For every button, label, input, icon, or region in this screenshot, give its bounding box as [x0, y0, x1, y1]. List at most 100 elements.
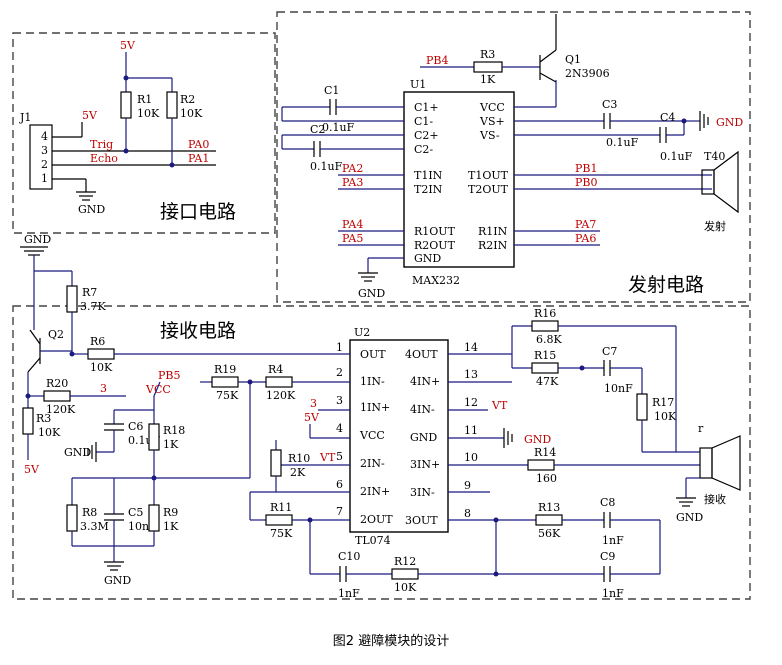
- r1-resistor: [120, 91, 132, 119]
- c1-ref: C1: [324, 84, 339, 97]
- r17-value: 10K: [654, 410, 677, 423]
- u1-pin-t1in: T1IN: [414, 169, 443, 182]
- r3-rx-5v-label: 5V: [24, 463, 40, 476]
- u2-pin-13-num: 13: [464, 368, 478, 381]
- u1-pin-c2m: C2-: [414, 143, 433, 156]
- r15-ref: R15: [534, 349, 556, 362]
- u2-pin-6-name: 2IN+: [360, 485, 390, 498]
- c10-value: 1nF: [338, 587, 360, 600]
- u2-pin-5-name: 2IN-: [360, 457, 385, 470]
- r16-value: 6.8K: [536, 333, 562, 346]
- u2-pin-10-num: 10: [464, 451, 478, 464]
- interface-block-title: 接口电路: [160, 201, 236, 223]
- r3-tx-resistor: [473, 61, 503, 73]
- c2-value: 0.1uF: [310, 160, 343, 173]
- tx-transducer-body: [701, 169, 715, 195]
- r13-value: 56K: [538, 527, 561, 540]
- r4-ref: R4: [268, 363, 283, 376]
- j1-pin-3: 3: [41, 144, 48, 157]
- c8-value: 1nF: [602, 534, 624, 547]
- u2-pin-11-num: 11: [464, 424, 478, 437]
- u1-pin-t2in: T2IN: [414, 183, 443, 196]
- tx-label: 发射: [704, 219, 726, 233]
- r18-value: 1K: [163, 438, 179, 451]
- u1-pin-c1m: C1-: [414, 115, 433, 128]
- c4-value: 0.1uF: [660, 150, 693, 163]
- r12-ref: R12: [394, 555, 416, 568]
- u2-pin-13-name: 4IN+: [410, 375, 440, 388]
- r3-rx-ref: R3: [36, 412, 51, 425]
- r4-resistor: [265, 376, 293, 388]
- pa7-label: PA7: [575, 218, 596, 231]
- rx-label: 接收: [704, 492, 726, 506]
- c6-gnd-label: GND: [64, 446, 91, 459]
- u2-pin-2-name: 1IN-: [360, 375, 385, 388]
- q2-label: Q2: [48, 328, 64, 341]
- r11-resistor: [265, 514, 293, 526]
- r10-ref: R10: [288, 452, 310, 465]
- q2-gnd-label: GND: [24, 233, 51, 246]
- u1-pin-r2in: R2IN: [478, 239, 508, 252]
- receive-block-title: 接收电路: [160, 320, 236, 342]
- j1-pin-4: 4: [41, 130, 48, 143]
- trig-label: Trig: [90, 138, 113, 151]
- receive-block-border: [12, 305, 751, 600]
- r6-ref: R6: [90, 335, 105, 348]
- q1-part: 2N3906: [565, 67, 610, 80]
- u2-pin-8-name: 3OUT: [405, 514, 438, 527]
- r7-value: 3.7K: [80, 300, 106, 313]
- c10-ref: C10: [338, 550, 360, 563]
- u2-ref: U2: [354, 326, 370, 339]
- interface-block-border: [12, 32, 276, 234]
- u2-pin-4-num: 4: [336, 422, 343, 435]
- c6-ref: C6: [128, 420, 143, 433]
- pb1-label: PB1: [575, 162, 597, 175]
- u2-pin-14-name: 4OUT: [405, 348, 438, 361]
- t40-label: T40: [704, 150, 725, 163]
- r11-value: 75K: [270, 527, 293, 540]
- r-label: r: [698, 422, 704, 435]
- u2-pin-5-num: 5: [336, 450, 343, 463]
- r17-resistor: [636, 393, 648, 421]
- u1-pin-r1in: R1IN: [478, 225, 508, 238]
- r19-ref: R19: [214, 363, 236, 376]
- r12-value: 10K: [394, 581, 417, 594]
- tl074-chip: [349, 339, 449, 533]
- u1-pin-c1p: C1+: [414, 101, 439, 114]
- j1-pin-1: 1: [41, 172, 48, 185]
- c3-ref: C3: [602, 98, 617, 111]
- q1-ref: Q1: [565, 53, 581, 66]
- j1-pin-2: 2: [41, 158, 48, 171]
- u1-gnd-label: GND: [358, 287, 385, 300]
- r2-resistor: [166, 91, 178, 119]
- pa6-label: PA6: [575, 232, 596, 245]
- j1-label: J1: [19, 111, 31, 124]
- u1-pin-vcc: VCC: [479, 101, 505, 114]
- max232-part: MAX232: [412, 274, 460, 287]
- u2-gnd-label: GND: [524, 433, 551, 446]
- max232-chip: [403, 91, 515, 268]
- r3-tx-value: 1K: [480, 73, 496, 86]
- r9-value: 1K: [163, 520, 179, 533]
- r16-resistor: [531, 320, 559, 332]
- echo-label: Echo: [90, 152, 118, 165]
- u2-pin-12-num: 12: [464, 396, 478, 409]
- u1-pin-c2p: C2+: [414, 129, 439, 142]
- in2n-vt-label: VT: [319, 451, 336, 464]
- u2-pin-1-name: OUT: [360, 348, 386, 361]
- u2-5v-label: 5V: [304, 411, 320, 424]
- transmit-block-border: [276, 11, 751, 303]
- r15-value: 47K: [536, 375, 559, 388]
- r12-resistor: [391, 568, 419, 580]
- r20-ref: R20: [46, 377, 68, 390]
- r13-ref: R13: [538, 501, 560, 514]
- r3-rx-value: 10K: [38, 426, 61, 439]
- r19-value: 75K: [216, 389, 239, 402]
- c9-ref: C9: [600, 550, 615, 563]
- r17-ref: R17: [652, 396, 674, 409]
- rx-gnd-label: GND: [676, 511, 703, 524]
- tl074-part: TL074: [355, 534, 391, 547]
- pa3-label: PA3: [342, 176, 363, 189]
- r18-resistor: [148, 423, 160, 451]
